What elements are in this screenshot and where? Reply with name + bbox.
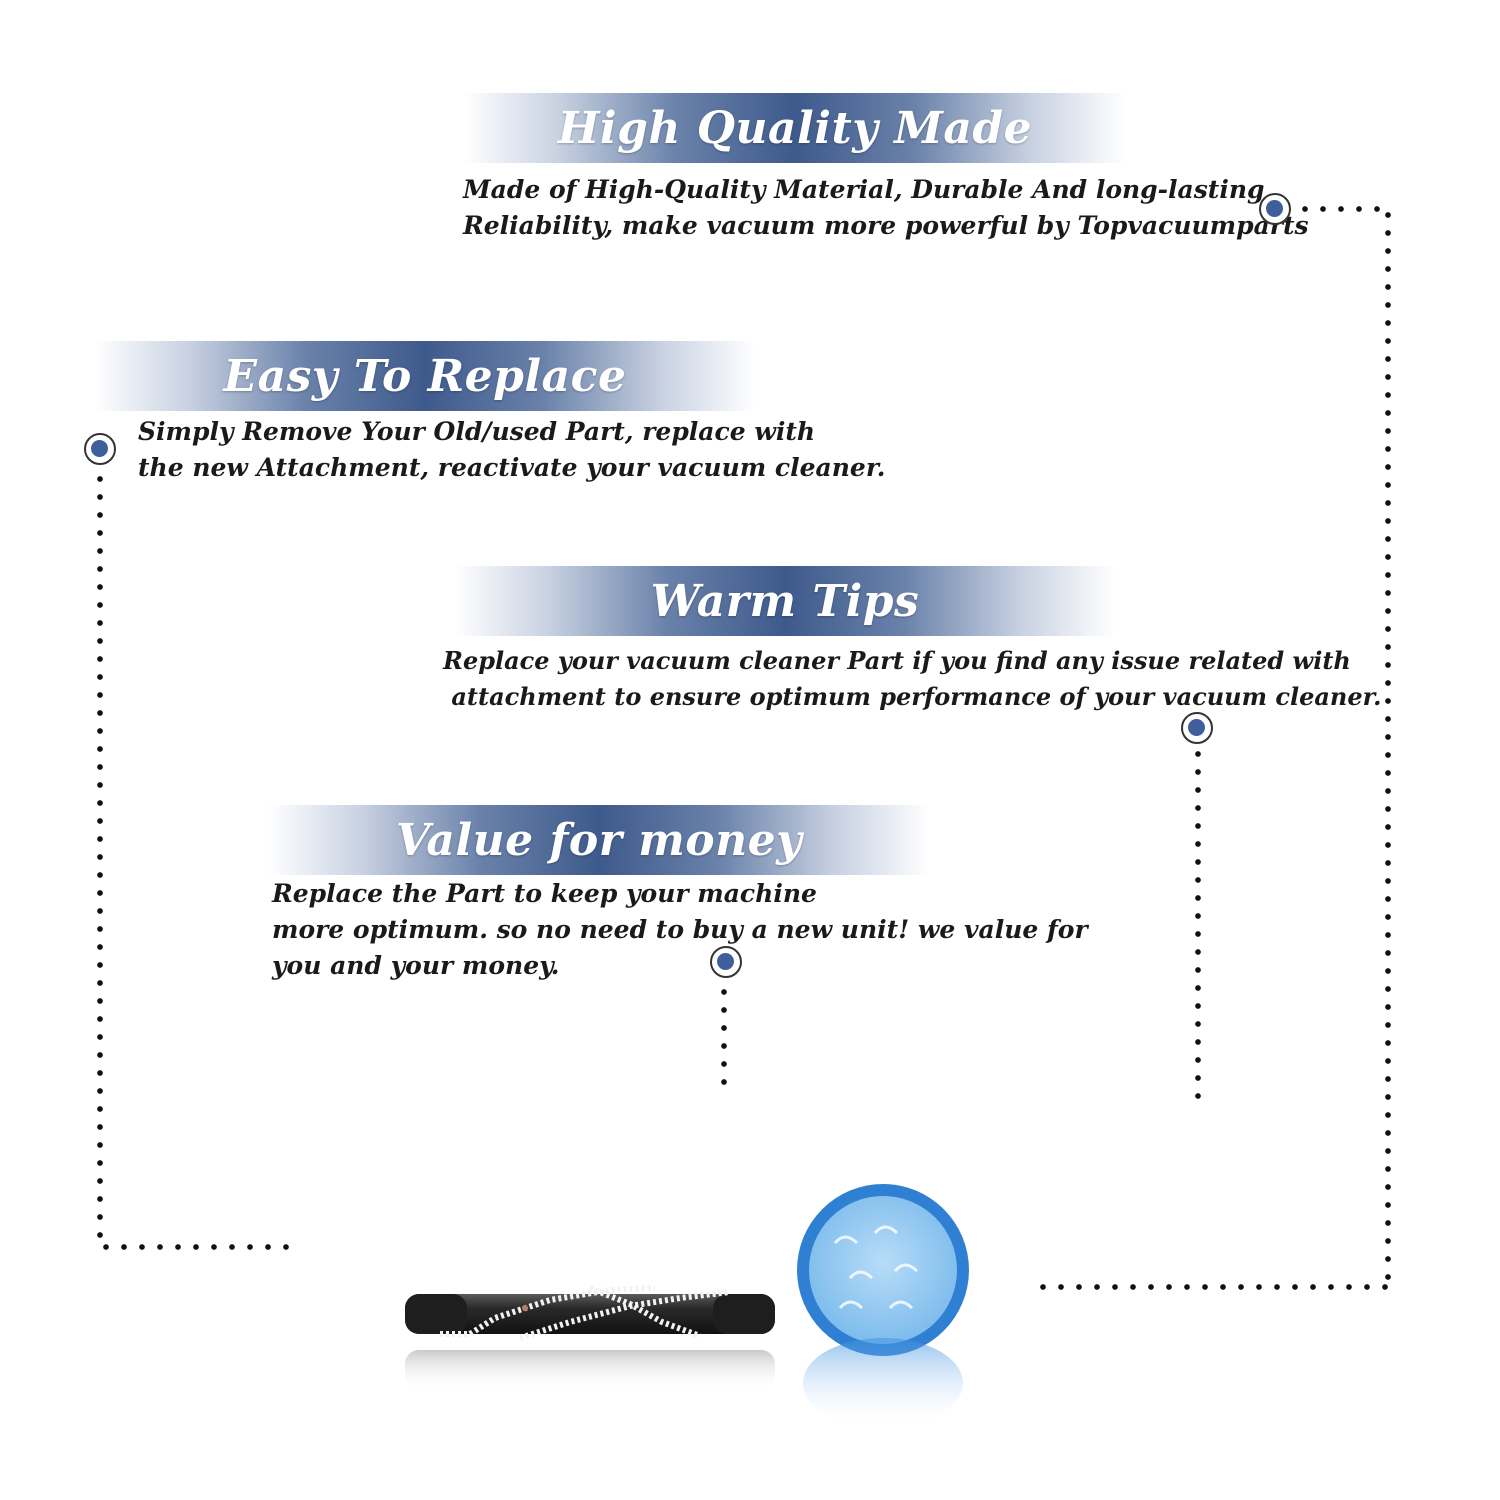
timeline-node-icon [710,946,742,978]
dotted-connector [1195,745,1201,1107]
description-value-money: Replace the Part to keep your machine mo… [272,876,1088,984]
dotted-connector [721,983,727,1091]
dotted-connector [1034,1284,1388,1290]
timeline-node-icon [84,433,116,465]
banner-title: High Quality Made [557,102,1033,154]
banner-value-money: Value for money [268,805,930,875]
timeline-node-icon [1259,193,1291,225]
description-line: Replace your vacuum cleaner Part if you … [443,646,1351,675]
banner-title: Value for money [395,814,803,866]
description-line: Replace the Part to keep your machine [272,879,817,908]
dotted-connector [1296,206,1388,212]
description-line: more optimum. so no need to buy a new un… [272,915,1088,944]
description-high-quality: Made of High-Quality Material, Durable A… [463,172,1309,244]
round-filter-icon [797,1184,969,1428]
description-warm-tips: Replace your vacuum cleaner Part if you … [443,643,1381,715]
dotted-connector [97,1244,299,1250]
banner-warm-tips: Warm Tips [455,566,1115,636]
description-line: attachment to ensure optimum performance… [443,682,1382,711]
banner-title: Easy To Replace [223,350,627,402]
description-line: the new Attachment, reactivate your vacu… [138,453,886,482]
banner-high-quality: High Quality Made [465,93,1125,163]
description-line: Made of High-Quality Material, Durable A… [463,175,1265,204]
brush-roll-icon [405,1285,775,1390]
description-easy-replace: Simply Remove Your Old/used Part, replac… [138,414,885,486]
banner-easy-replace: Easy To Replace [95,341,755,411]
banner-title: Warm Tips [650,575,920,627]
description-line: Simply Remove Your Old/used Part, replac… [138,417,816,446]
timeline-node-icon [1181,712,1213,744]
dotted-connector [97,470,103,1250]
description-line: Reliability, make vacuum more powerful b… [463,211,1309,240]
description-line: you and your money. [272,951,560,980]
dotted-connector [1385,206,1391,1290]
